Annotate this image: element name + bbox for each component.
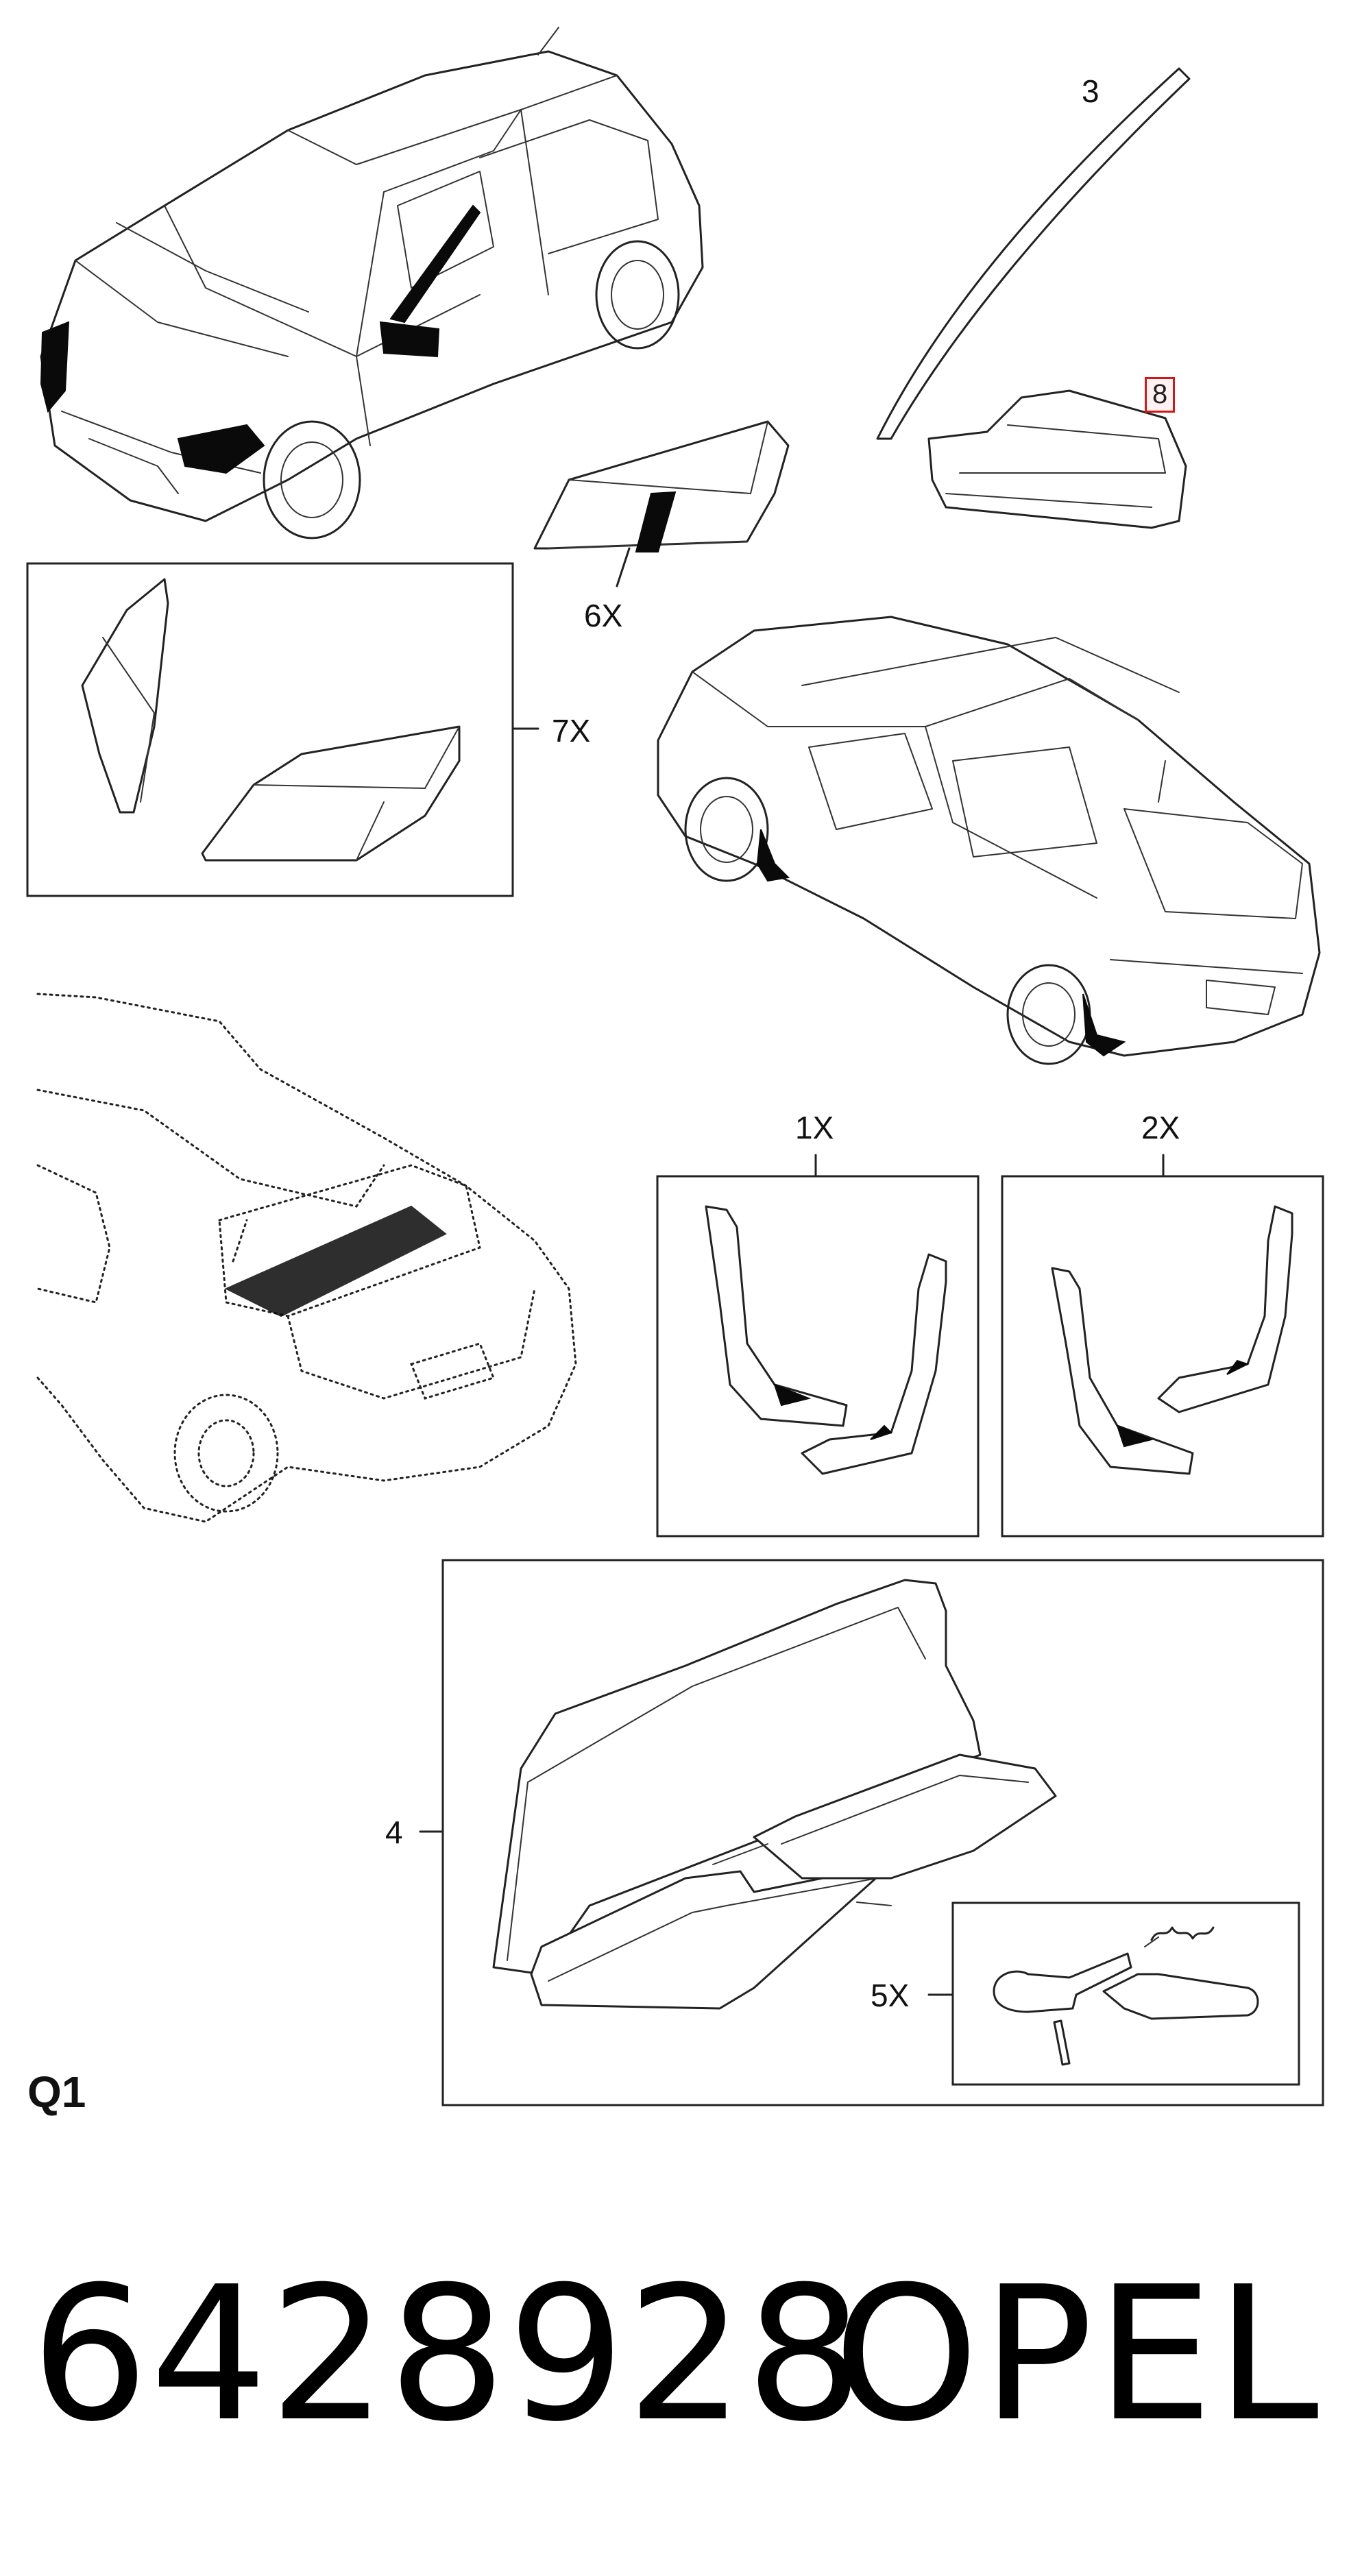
box-5x (927, 1901, 1300, 2086)
brand-name: OPEL (833, 2246, 1322, 2462)
callout-mirror-cover-set: 6X (584, 598, 623, 633)
callout-rear-mud-flaps: 2X (1141, 1110, 1180, 1145)
callout-front-mud-flaps: 1X (795, 1110, 834, 1145)
callout-wind-deflector: 3 (1082, 73, 1099, 109)
mirror-cover-part (927, 389, 1187, 529)
section-code: Q1 (27, 2067, 86, 2117)
wind-deflector-part (876, 67, 1191, 440)
box-1x (656, 1154, 980, 1538)
callout-mounting-hardware: 5X (871, 1978, 910, 2013)
callout-wind-blocker: 4 (385, 1814, 403, 1850)
hatchback-front-view (40, 27, 704, 539)
convertible-rear-view (36, 993, 577, 1523)
box-7x (26, 562, 539, 897)
box-2x (1001, 1154, 1324, 1538)
box-4 (419, 1559, 1324, 2106)
callout-door-mirror-cover: 8 (1145, 377, 1176, 413)
part-number: 6428928 (31, 2246, 865, 2462)
hatchback-rear-view (657, 616, 1321, 1065)
callout-mirror-and-headlamp-covers: 7X (552, 713, 591, 749)
mirror-cover-set-part (533, 420, 790, 587)
